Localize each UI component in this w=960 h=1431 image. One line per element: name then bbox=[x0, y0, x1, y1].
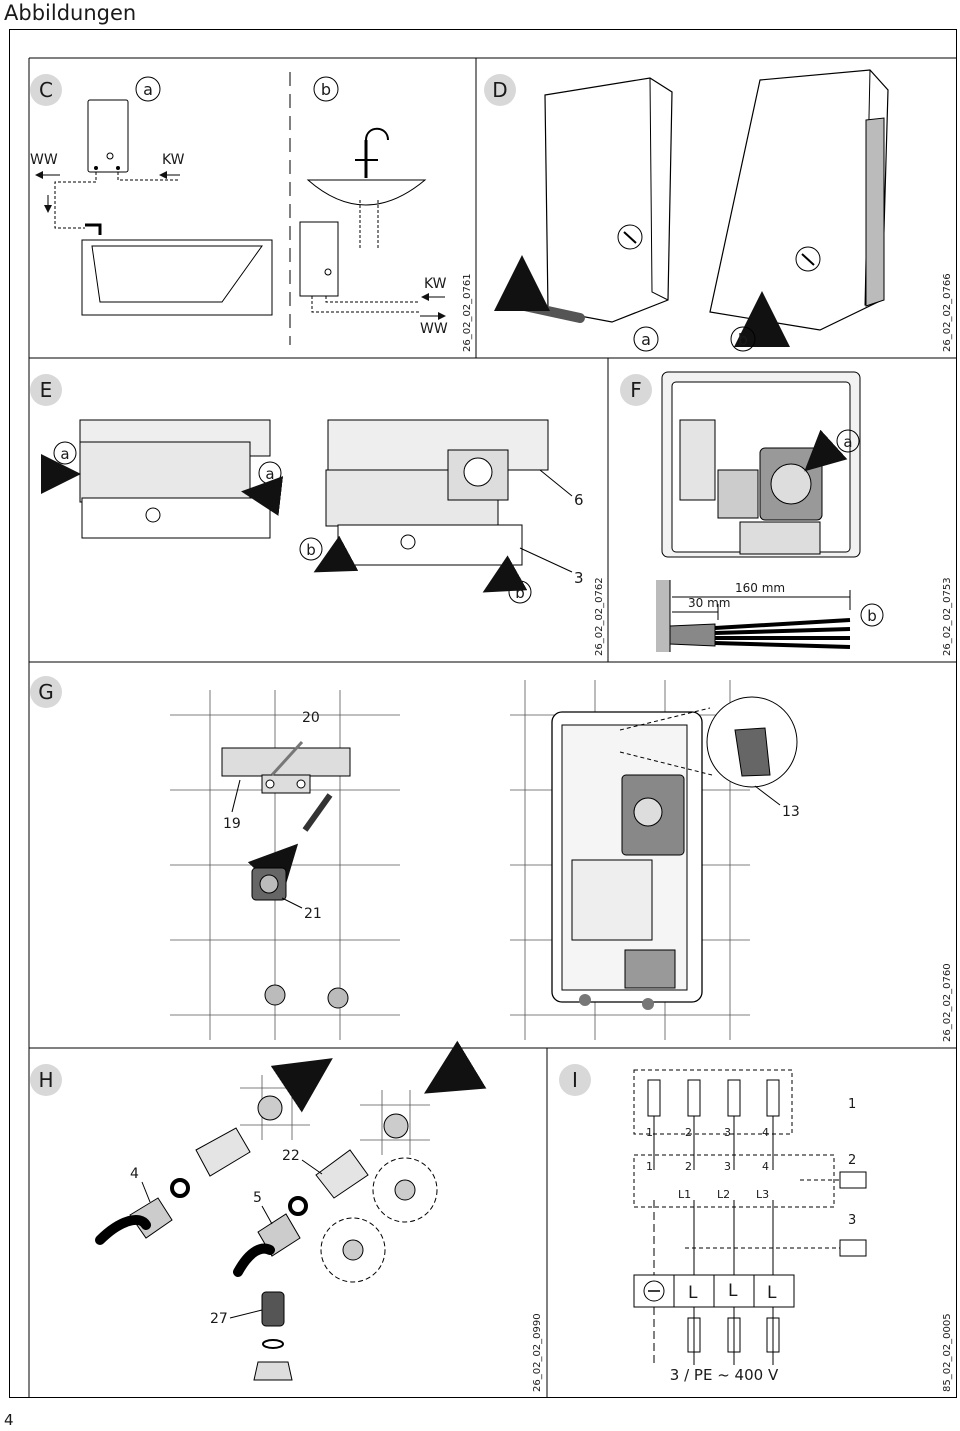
flow-limiter-27 bbox=[261, 1291, 285, 1327]
panel-g: G 20 19 21 bbox=[30, 676, 953, 1042]
panel-f-code: 26_02_02_0753 bbox=[942, 577, 953, 656]
panel-f-a: a bbox=[843, 433, 852, 451]
panel-d-sub-a: a bbox=[641, 330, 651, 349]
panel-g-code: 26_02_02_0760 bbox=[942, 963, 953, 1042]
panel-i-n2: 2 bbox=[848, 1153, 856, 1168]
panel-h-letter: H bbox=[38, 1068, 53, 1092]
undersink-heater bbox=[299, 221, 339, 297]
panel-e-b1: b bbox=[306, 541, 316, 559]
terminal-block-l1: L bbox=[688, 1283, 698, 1303]
panel-h-code: 26_02_02_0990 bbox=[532, 1313, 543, 1392]
panel-e-letter: E bbox=[40, 378, 53, 402]
terminal-mid-4: 4 bbox=[762, 1160, 769, 1173]
panel-i-n3: 3 bbox=[848, 1213, 856, 1228]
terminal-mid-3: 3 bbox=[724, 1160, 731, 1173]
panel-d-sub-b: b bbox=[738, 330, 748, 349]
phase-l3: L3 bbox=[756, 1188, 769, 1201]
dim-160mm: 160 mm bbox=[735, 581, 785, 595]
panel-c: C a b WW KW KW WW 26_02_0 bbox=[30, 72, 473, 352]
terminal-top-2: 2 bbox=[685, 1126, 692, 1139]
wash-basin bbox=[306, 179, 427, 206]
fitting-nipple-left bbox=[195, 1127, 251, 1177]
panel-i-code: 85_02_02_0005 bbox=[942, 1313, 953, 1392]
label-ww-b: WW bbox=[420, 321, 448, 337]
phase-l1: L1 bbox=[678, 1188, 691, 1201]
panel-g-n20: 20 bbox=[302, 710, 320, 726]
panel-f: F a 160 mm 30 mm b 26_02_02_0753 bbox=[620, 371, 953, 656]
water-heater-unit bbox=[87, 99, 129, 173]
panel-grid bbox=[28, 57, 957, 1398]
terminal-top-3: 3 bbox=[724, 1126, 731, 1139]
terminal-top-4: 4 bbox=[762, 1126, 769, 1139]
figure-frame bbox=[9, 29, 957, 1398]
panel-i-n1: 1 bbox=[848, 1097, 856, 1112]
fitting-valve-22 bbox=[315, 1149, 369, 1199]
cable-jacket bbox=[669, 623, 716, 647]
panel-c-code: 26_02_02_0761 bbox=[462, 273, 473, 352]
panel-d-code: 26_02_02_0766 bbox=[942, 273, 953, 352]
panel-g-letter: G bbox=[38, 680, 54, 704]
panel-g-n21: 21 bbox=[304, 906, 322, 922]
panel-h-n5: 5 bbox=[253, 1190, 262, 1206]
phase-l2: L2 bbox=[717, 1188, 730, 1201]
terminal-top-1: 1 bbox=[646, 1126, 653, 1139]
page-number: 4 bbox=[4, 1411, 14, 1429]
cover-panel-left bbox=[79, 441, 251, 503]
dim-30mm: 30 mm bbox=[688, 596, 730, 610]
panel-e-a1: a bbox=[60, 445, 69, 463]
panel-h: H 4 22 5 27 26_02_02_0990 bbox=[30, 1040, 543, 1392]
label-kw-b: KW bbox=[424, 276, 447, 292]
label-ww: WW bbox=[30, 152, 58, 168]
panel-g-n19: 19 bbox=[223, 816, 241, 832]
panel-e-n3: 3 bbox=[574, 569, 584, 587]
panel-e-code: 26_02_02_0762 bbox=[594, 577, 605, 656]
panel-c-letter: C bbox=[39, 78, 53, 102]
mounting-bracket bbox=[221, 747, 351, 777]
terminal-block-l2: L bbox=[728, 1281, 738, 1301]
panel-h-n4: 4 bbox=[130, 1166, 139, 1182]
terminal-mid-2: 2 bbox=[685, 1160, 692, 1173]
terminal-block-l3: L bbox=[767, 1283, 777, 1303]
panel-e-b2: b bbox=[515, 584, 525, 602]
panel-e-n6: 6 bbox=[574, 491, 584, 509]
panel-c-sub-b: b bbox=[321, 80, 331, 99]
heating-elements-box bbox=[633, 1069, 793, 1135]
panel-d-letter: D bbox=[492, 78, 507, 102]
panel-h-n27: 27 bbox=[210, 1311, 228, 1327]
terminal-mid-1: 1 bbox=[646, 1160, 653, 1173]
panel-i: I 1 1 2 3 4 1 2 3 4 L1 L2 L3 bbox=[559, 1064, 953, 1392]
panel-h-n22: 22 bbox=[282, 1148, 300, 1164]
page-title: Abbildungen bbox=[4, 1, 137, 25]
supply-label: 3 / PE ~ 400 V bbox=[670, 1366, 779, 1384]
bathtub bbox=[81, 239, 273, 316]
panel-e: E a a 6 3 b b 26_02_02_0762 bbox=[30, 374, 605, 656]
panel-f-letter: F bbox=[630, 378, 642, 402]
tile-grid-left bbox=[170, 690, 400, 1040]
panel-d: D a b 26_02_02_0766 bbox=[484, 69, 953, 352]
panel-f-b: b bbox=[867, 607, 877, 625]
panel-g-n13: 13 bbox=[782, 804, 800, 820]
panel-i-letter: I bbox=[572, 1068, 578, 1092]
panel-c-sub-a: a bbox=[143, 80, 153, 99]
panel-e-a2: a bbox=[265, 465, 274, 483]
label-kw: KW bbox=[162, 152, 185, 168]
device-cover-tilted bbox=[709, 69, 889, 331]
device-cover-closed bbox=[544, 77, 673, 323]
